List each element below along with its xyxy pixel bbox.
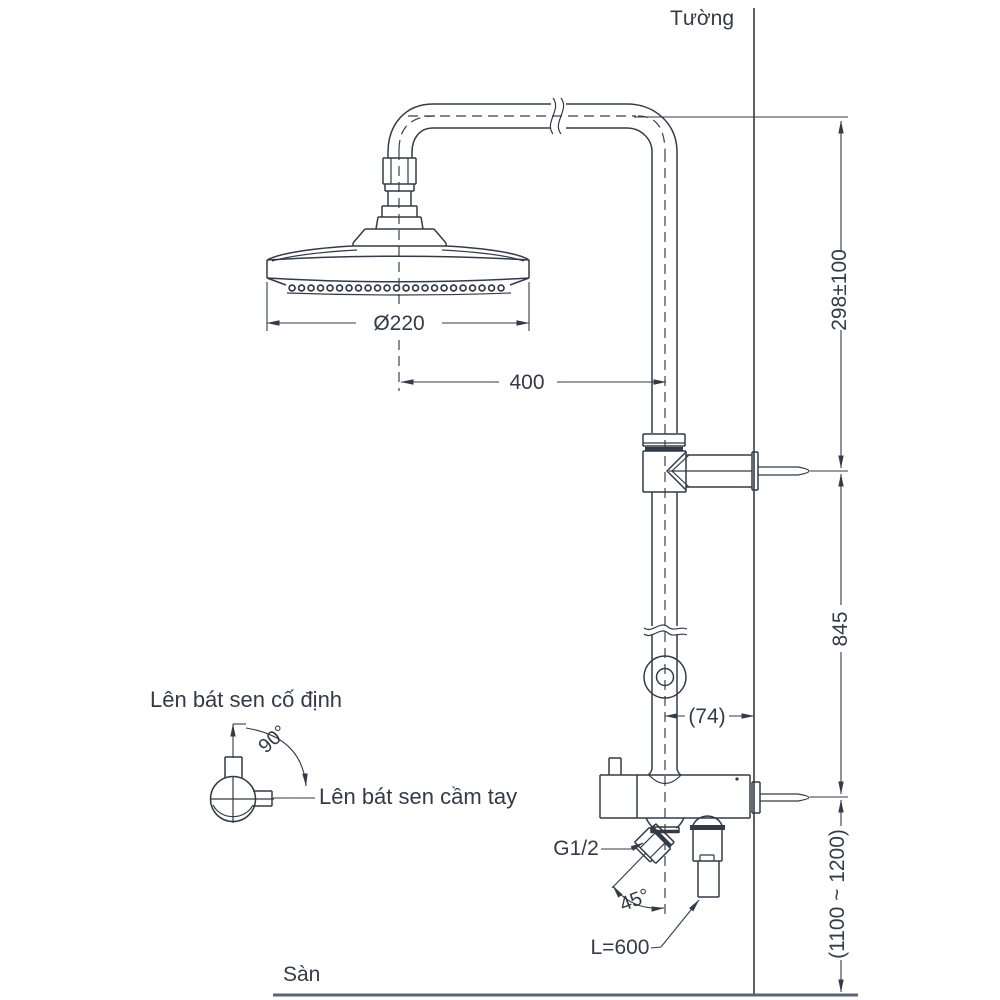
mixer-valve-body [599,757,810,819]
dimension-right-stack: 298±100 845 (1100 ~ 1200) [634,116,852,993]
wall-label: Tường [670,7,734,30]
floor-label: Sàn [283,963,320,986]
dimension-head-diameter: Ø220 [266,282,530,335]
shower-head [266,245,530,296]
annotation-g12: G1/2 [553,837,644,860]
dimension-wall-offset: (74) [664,705,755,728]
dim-mixer-height-text: (1100 ~ 1200) [826,829,849,959]
annotation-hose-length: L=600 [591,899,700,959]
dimension-arm-reach: 400 [400,371,667,394]
shower-head-connector [352,157,447,246]
handheld-hose-outlet [690,815,725,898]
riser-pipe [643,152,688,769]
hose-length-text: L=600 [591,936,650,959]
diverter-rotation-inset: 90° Lên bát sen cố định Lên bát sen cầm … [150,687,517,823]
diverter-knob [643,655,687,699]
diverter-rotation-text: 90° [254,721,291,758]
pipe-centerlines [398,115,666,916]
dim-head-above-outlet-text: 298±100 [828,249,851,331]
thread-size-text: G1/2 [553,837,599,860]
dim-wall-offset-text: (74) [688,705,725,728]
upper-wall-fitting [642,433,810,493]
elbow-angle-text: 45° [617,885,653,917]
dim-head-diameter-text: Ø220 [373,312,424,335]
handheld-label: Lên bát sen cầm tay [319,784,517,809]
fixed-head-label: Lên bát sen cố định [150,687,342,712]
shower-arm-pipe [387,97,678,158]
diverter-knob-schematic [209,756,274,823]
dim-outlet-spacing-text: 845 [829,611,852,646]
dim-arm-reach-text: 400 [509,371,544,394]
